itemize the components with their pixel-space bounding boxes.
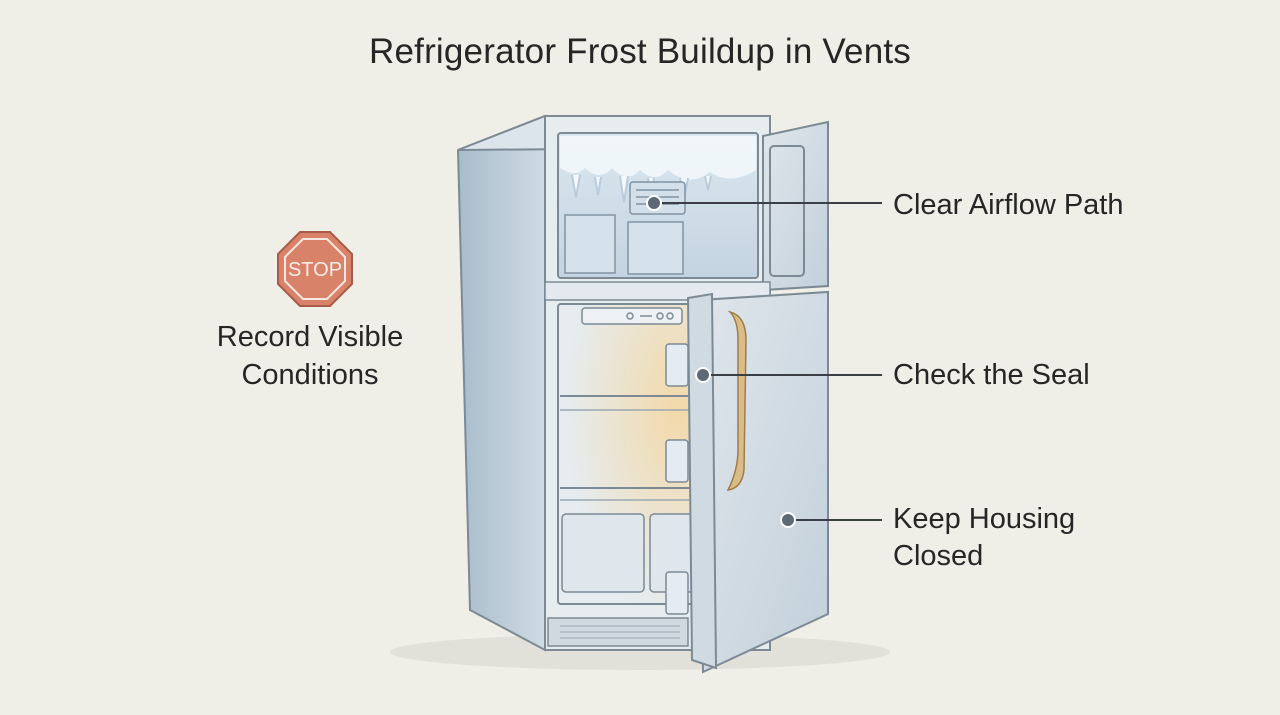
callout-housing-line2: Closed bbox=[893, 540, 984, 572]
fridge-side-panel bbox=[456, 114, 546, 652]
marker-dot-airflow bbox=[646, 195, 662, 211]
callout-airflow-label: Clear Airflow Path bbox=[893, 187, 1124, 224]
callout-housing-line1: Keep Housing bbox=[893, 503, 1076, 535]
freezer-door bbox=[762, 120, 829, 292]
crisper-left bbox=[561, 513, 645, 593]
marker-dot-seal bbox=[695, 367, 711, 383]
diagram-title: Refrigerator Frost Buildup in Vents bbox=[369, 32, 911, 71]
fridge-door-edge bbox=[686, 292, 718, 670]
door-bin-upper bbox=[665, 343, 689, 387]
door-bin-middle bbox=[665, 439, 689, 483]
record-conditions-line2: Conditions bbox=[241, 359, 379, 391]
freezer-door-gasket bbox=[769, 145, 805, 277]
door-bin-lower bbox=[665, 571, 689, 615]
record-conditions-note: Record Visible Conditions bbox=[190, 318, 430, 394]
ice-tray-right bbox=[627, 221, 684, 275]
control-panel bbox=[581, 307, 683, 325]
marker-dot-housing bbox=[780, 512, 796, 528]
compartment-divider bbox=[544, 281, 771, 301]
ice-tray-left bbox=[564, 214, 616, 274]
door-handle bbox=[726, 310, 747, 491]
frost-top bbox=[560, 136, 756, 180]
callout-airflow-line1: Clear Airflow Path bbox=[893, 189, 1124, 221]
record-conditions-line1: Record Visible bbox=[216, 321, 404, 353]
callout-housing-label: Keep Housing Closed bbox=[893, 501, 1075, 575]
fridge-door bbox=[698, 290, 829, 674]
callout-seal-line1: Check the Seal bbox=[893, 359, 1090, 391]
callout-seal-label: Check the Seal bbox=[893, 357, 1090, 394]
stop-sign-text: STOP bbox=[288, 259, 342, 281]
stop-sign-icon: STOP bbox=[277, 231, 353, 307]
